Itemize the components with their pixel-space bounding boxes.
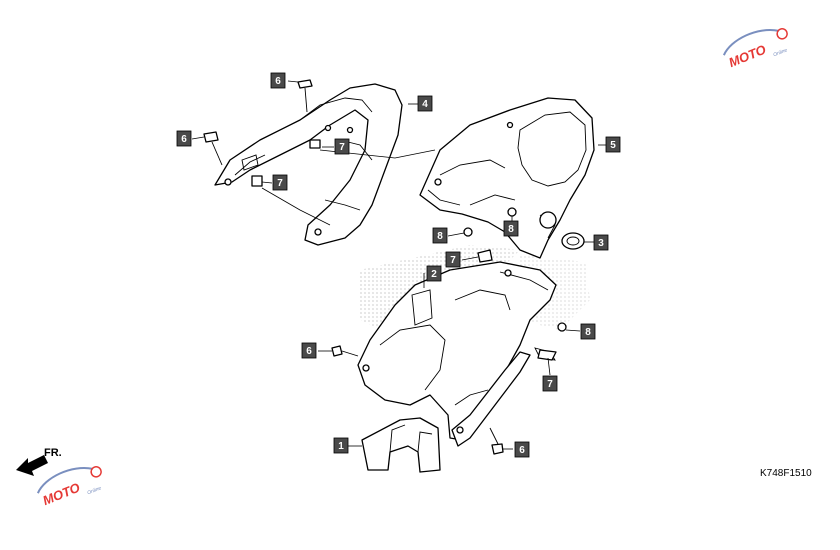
front-label: FR.: [44, 447, 62, 459]
rear-cowl: [419, 97, 595, 259]
svg-text:Online: Online: [773, 47, 789, 58]
svg-text:4: 4: [422, 99, 428, 110]
svg-text:Online: Online: [87, 485, 103, 496]
callout-6-c: 6: [301, 342, 317, 359]
callout-7-b: 7: [272, 174, 288, 191]
callout-7-a: 7: [334, 138, 350, 155]
svg-text:7: 7: [450, 255, 456, 266]
callouts: 1 2 3 4 5 6 6 6 6 7 7 7 7 8 8 8: [176, 72, 621, 458]
rear-fender: [357, 261, 557, 447]
callout-8-a: 8: [432, 227, 448, 244]
svg-text:6: 6: [181, 134, 187, 145]
svg-text:6: 6: [519, 445, 525, 456]
callout-7-c: 7: [445, 251, 461, 268]
callout-3: 3: [593, 234, 609, 251]
svg-text:MOTO: MOTO: [41, 480, 83, 508]
leader-lines: [191, 80, 606, 450]
svg-text:2: 2: [431, 269, 437, 280]
watermark-logo-bottom: MOTO Online: [36, 466, 103, 508]
callout-1: 1: [333, 437, 349, 454]
svg-text:7: 7: [547, 379, 553, 390]
figure-code: K748F1510: [760, 468, 812, 479]
svg-text:7: 7: [277, 178, 283, 189]
svg-text:6: 6: [306, 346, 312, 357]
grab-rail: [214, 83, 403, 246]
callout-5: 5: [605, 136, 621, 153]
grommet: [561, 232, 585, 250]
front-direction-indicator: FR.: [16, 447, 62, 476]
callout-4: 4: [417, 95, 433, 112]
callout-2: 2: [426, 265, 442, 282]
svg-text:8: 8: [585, 327, 591, 338]
svg-text:8: 8: [508, 224, 514, 235]
callout-8-b: 8: [503, 220, 519, 237]
callout-6-b: 6: [176, 130, 192, 147]
svg-text:5: 5: [610, 140, 616, 151]
svg-text:7: 7: [339, 142, 345, 153]
callout-7-d: 7: [542, 375, 558, 392]
svg-text:1: 1: [338, 441, 344, 452]
svg-text:6: 6: [275, 76, 281, 87]
callout-6-d: 6: [514, 441, 530, 458]
callout-6-a: 6: [270, 72, 286, 89]
svg-text:8: 8: [437, 231, 443, 242]
front-arrow-icon: [16, 455, 48, 476]
callout-8-c: 8: [580, 323, 596, 340]
svg-text:3: 3: [598, 238, 604, 249]
mud-flap: [361, 417, 441, 473]
fasteners: [203, 79, 567, 455]
watermark-logo-top: MOTO Online: [722, 28, 789, 70]
svg-text:MOTO: MOTO: [727, 42, 769, 70]
